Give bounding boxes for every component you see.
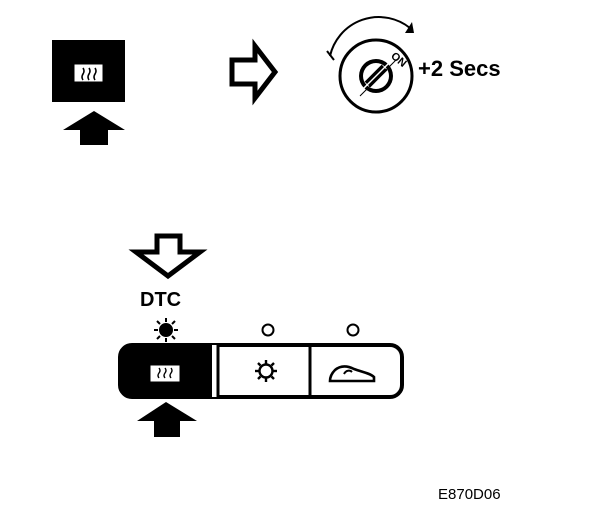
flashing-led-icon <box>154 318 178 342</box>
ignition-key-switch-icon <box>326 16 414 114</box>
windscreen-icon <box>328 365 376 383</box>
outline-arrow-right-icon <box>229 38 279 106</box>
led-off-icon <box>346 323 360 337</box>
led-off-icon <box>261 323 275 337</box>
press-arrow-up-icon <box>137 402 197 437</box>
fan-gear-icon <box>255 360 277 382</box>
dtc-label: DTC <box>140 289 182 311</box>
heated-rear-window-icon <box>150 365 180 382</box>
press-arrow-up-icon <box>63 111 125 145</box>
figure-code-label: E870D06 <box>438 486 501 503</box>
outline-arrow-down-icon <box>128 233 208 280</box>
timing-label: +2 Secs <box>418 56 501 81</box>
heated-rear-window-button-icon <box>52 40 125 102</box>
